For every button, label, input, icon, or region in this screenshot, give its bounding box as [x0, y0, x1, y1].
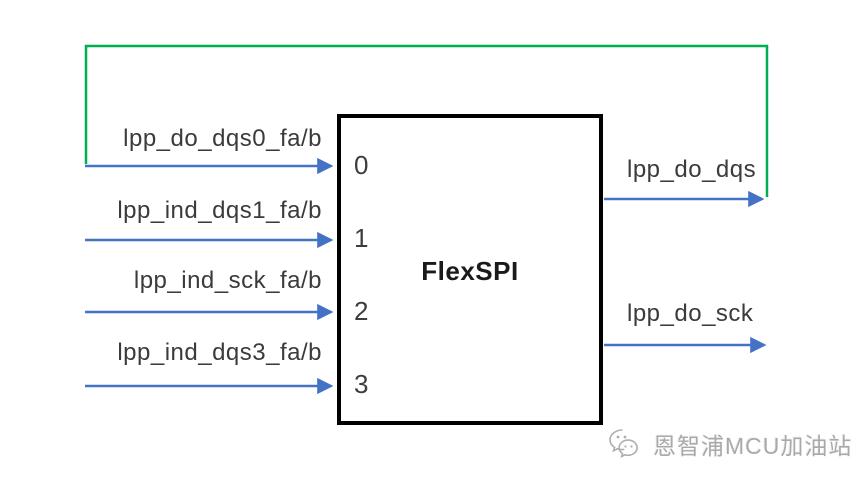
watermark: 恩智浦MCU加油站 — [608, 424, 852, 464]
flexspi-block — [337, 114, 603, 425]
input-signal-label-0: lpp_do_dqs0_fa/b — [123, 125, 322, 152]
watermark-text: 恩智浦MCU加油站 — [653, 433, 853, 459]
input-signal-label-2: lpp_ind_sck_fa/b — [133, 267, 322, 294]
wechat-chat-bubbles-icon — [609, 429, 638, 459]
input-signal-label-1: lpp_ind_dqs1_fa/b — [117, 197, 322, 224]
port-number-1: 1 — [354, 223, 369, 253]
port-number-2: 2 — [354, 296, 369, 326]
input-signal-label-3: lpp_ind_dqs3_fa/b — [117, 339, 322, 366]
flexspi-block-title: FlexSPI — [421, 256, 519, 286]
output-signal-label-dqs: lpp_do_dqs — [627, 156, 757, 183]
port-number-0: 0 — [354, 150, 369, 180]
output-signal-label-sck: lpp_do_sck — [627, 300, 754, 327]
port-number-3: 3 — [354, 369, 369, 399]
